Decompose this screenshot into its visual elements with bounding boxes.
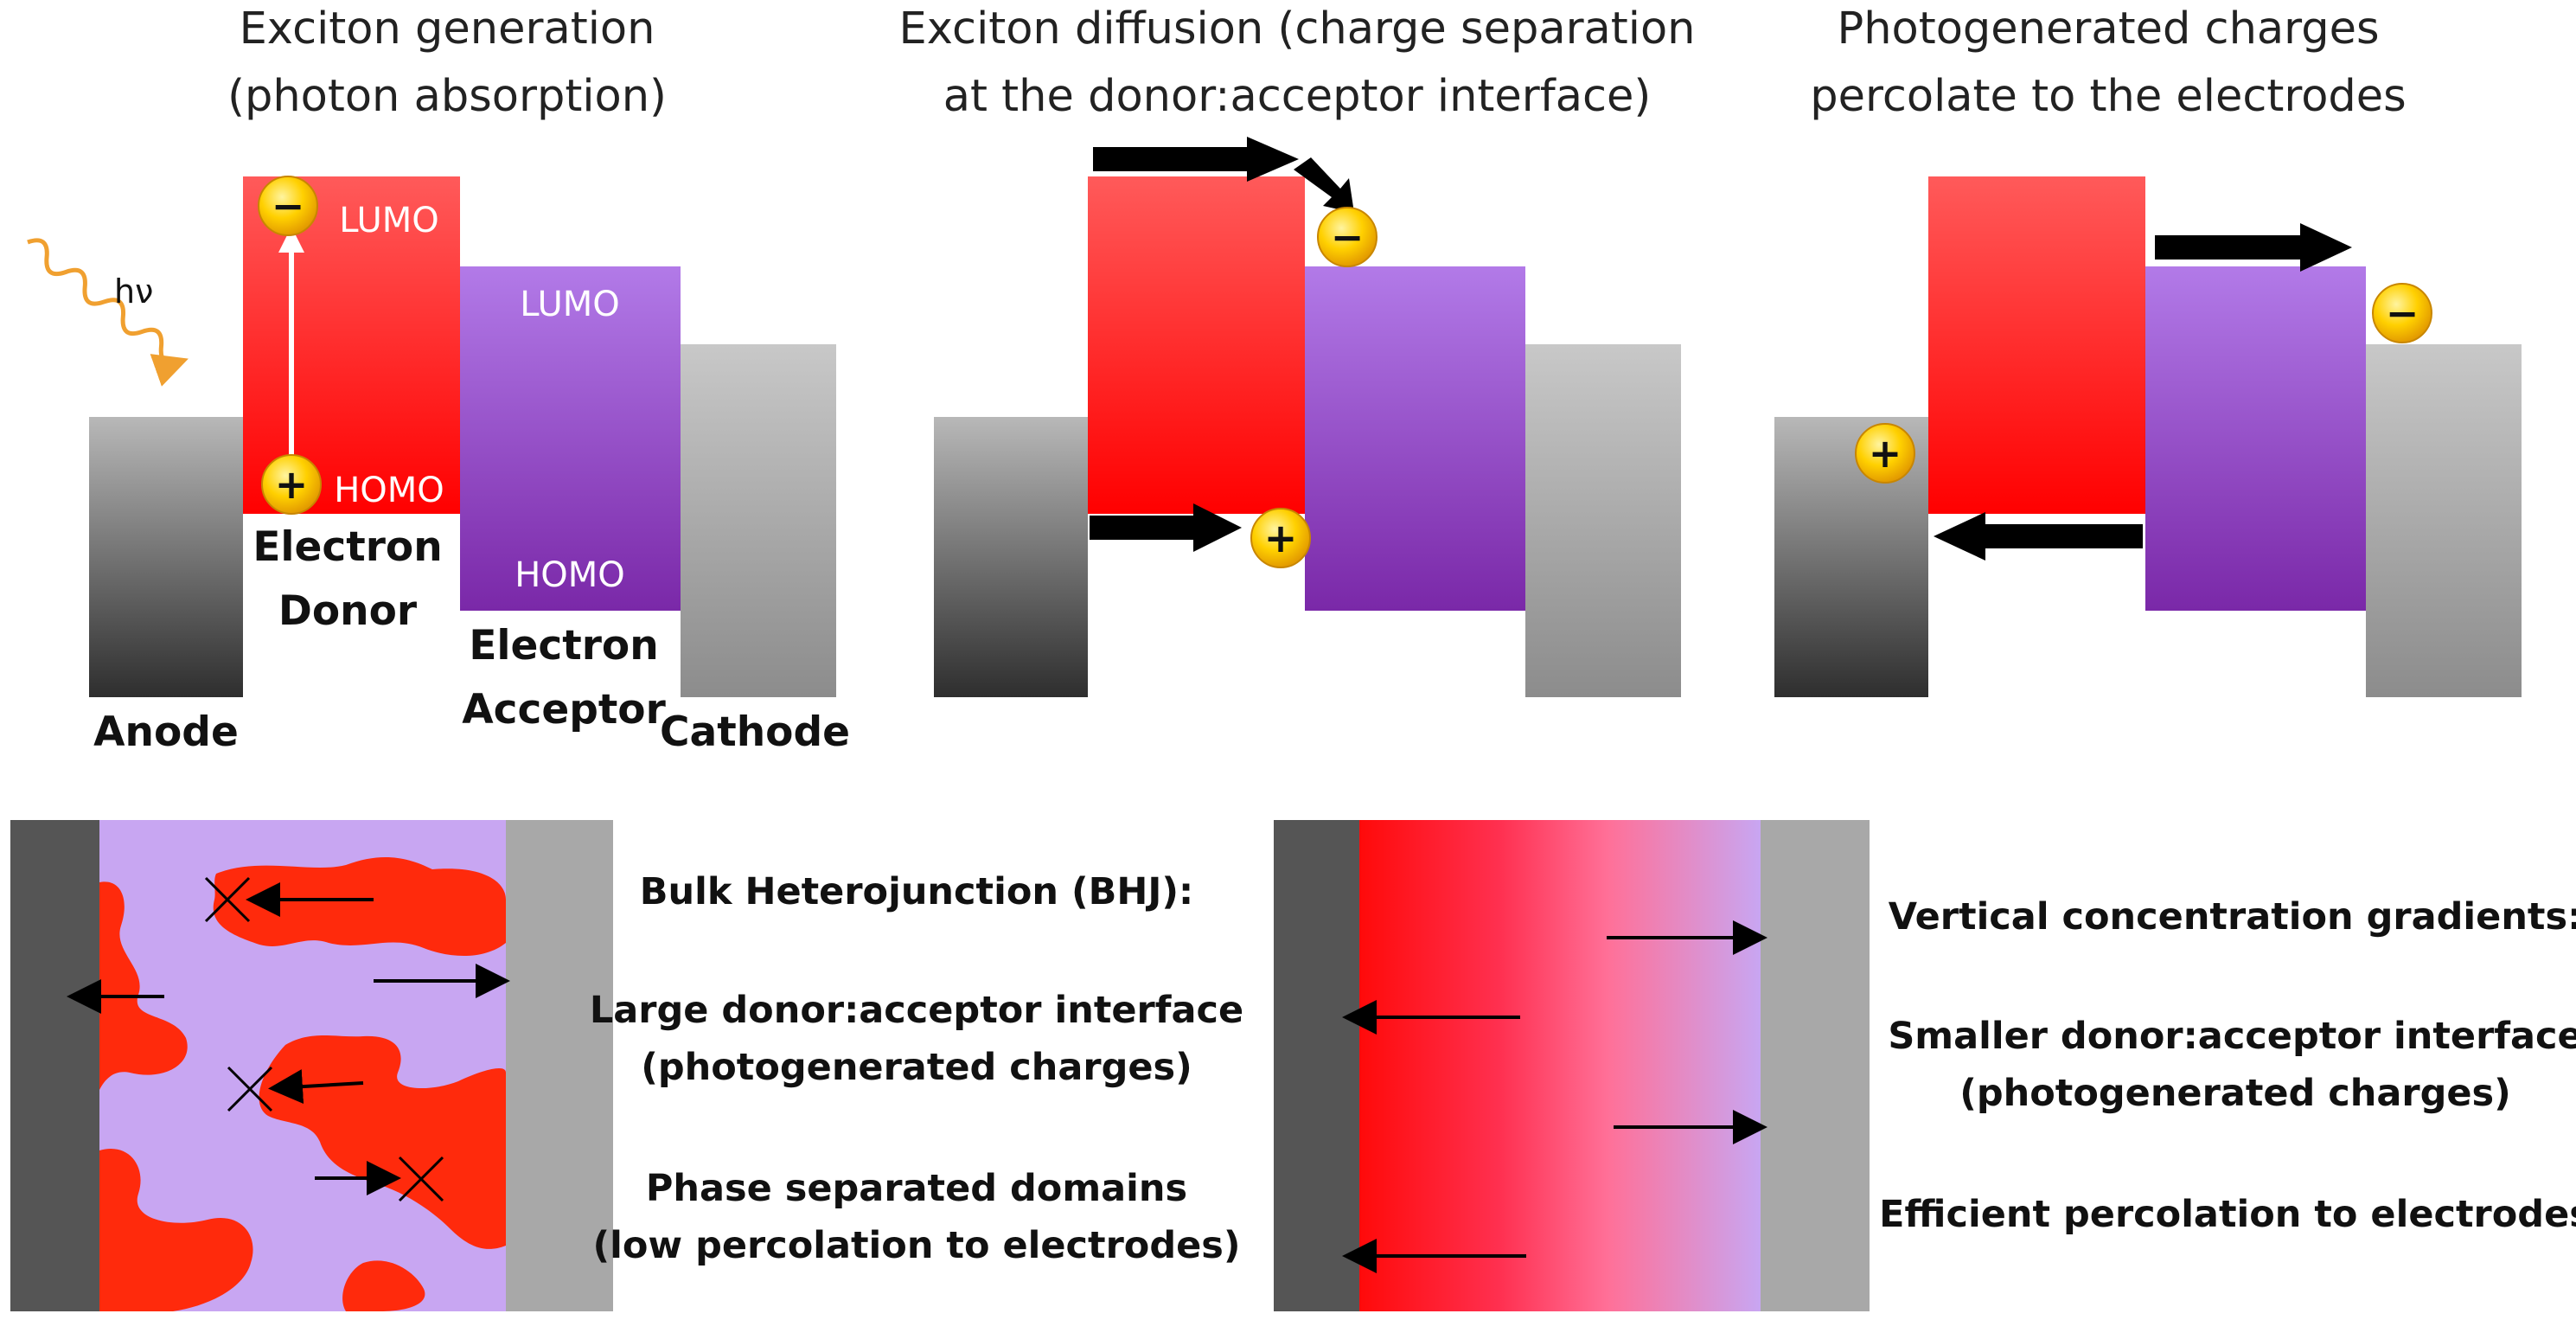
bhj-point1-line2: (photogenerated charges) [641,1046,1192,1089]
hole-charge-icon [261,454,322,515]
donor-domain [99,1149,253,1311]
donor-block [1928,176,2145,514]
electron-sign: − [1331,214,1365,260]
panel-charge-percolation: Photogenerated charges percolate to the … [1774,3,2522,697]
donor-block [1088,176,1305,514]
electron-sign: − [2386,290,2419,336]
panel1-title-line1: Exciton generation [240,3,655,54]
panel-exciton-generation: Exciton generation (photon absorption) h… [27,3,850,756]
panel2-title-line2: at the donor:acceptor interface) [943,71,1652,122]
photon-wave-icon [27,238,189,387]
cathode-label: Cathode [660,708,850,756]
acceptor-homo-label: HOMO [515,555,625,595]
hole-sign: + [275,461,309,508]
donor-domain [99,881,188,1090]
acceptor-lumo-label: LUMO [520,285,620,324]
cathode-electrode [1761,820,1870,1311]
electron-charge-icon [2372,283,2432,343]
panel2-title-line1: Exciton diffusion (charge separation [899,3,1696,54]
panel3-title-line2: percolate to the electrodes [1810,71,2407,122]
acceptor-label-line1: Electron [469,622,658,670]
cathode-block [2366,344,2522,697]
donor-homo-label: HOMO [334,471,444,510]
donor-domain [259,1035,506,1249]
blocked-path-arrow [268,1069,364,1105]
electron-drop-arrow [1294,157,1354,213]
electron-charge-icon [1317,207,1377,267]
donor-label-line2: Donor [278,587,418,635]
cathode-block [681,344,836,697]
anode-block [89,417,243,697]
acceptor-block [2145,266,2366,611]
electron-charge-icon [258,176,318,236]
vertical-point1-line2: (photogenerated charges) [1959,1072,2511,1115]
anode-label: Anode [93,708,239,756]
hole-transfer-arrow [1090,503,1242,552]
bhj-point2-line1: Phase separated domains [646,1167,1187,1210]
blocked-cross-icon [398,1156,444,1202]
donor-lumo-label: LUMO [339,201,439,240]
vertical-point1-line1: Smaller donor:acceptor interface [1888,1015,2576,1058]
donor-domain [342,1260,425,1311]
bhj-point1-line1: Large donor:acceptor interface [590,989,1243,1032]
electron-percolation-arrow [2155,223,2352,272]
hole-sign: + [1264,515,1298,561]
anode-block [934,417,1088,697]
acceptor-block [460,266,681,611]
bhj-point2-line2: (low percolation to electrodes) [592,1224,1240,1267]
vertical-point2: Efficient percolation to electrodes [1879,1193,2576,1236]
acceptor-label-line2: Acceptor [462,686,666,734]
gradient-active-layer [1359,820,1761,1311]
bhj-heading: Bulk Heterojunction (BHJ): [640,870,1193,913]
panel3-title-line1: Photogenerated charges [1837,3,2379,54]
hole-sign: + [1869,430,1902,477]
electron-sign: − [272,183,305,229]
anode-electrode [1274,820,1359,1311]
bhj-morphology [10,820,613,1311]
hole-charge-icon [1250,508,1311,568]
donor-domain [213,856,506,957]
photon-label: hν [114,272,153,311]
vertical-heading: Vertical concentration gradients: [1889,895,2576,939]
acceptor-block [1305,266,1525,611]
blocked-cross-icon [204,876,251,923]
blocked-cross-icon [227,1066,273,1112]
cathode-block [1525,344,1681,697]
electron-transfer-arrow [1093,137,1299,182]
donor-label-line1: Electron [252,523,442,571]
panel-exciton-diffusion: Exciton diffusion (charge separation at … [899,3,1696,697]
hole-charge-icon [1855,423,1915,484]
anode-electrode [10,820,99,1311]
panel1-title-line2: (photon absorption) [227,71,667,122]
vertical-gradient-morphology [1274,820,1870,1311]
cathode-electrode [506,820,613,1311]
hole-percolation-arrow [1934,512,2143,561]
excitation-arrowhead [278,227,304,253]
